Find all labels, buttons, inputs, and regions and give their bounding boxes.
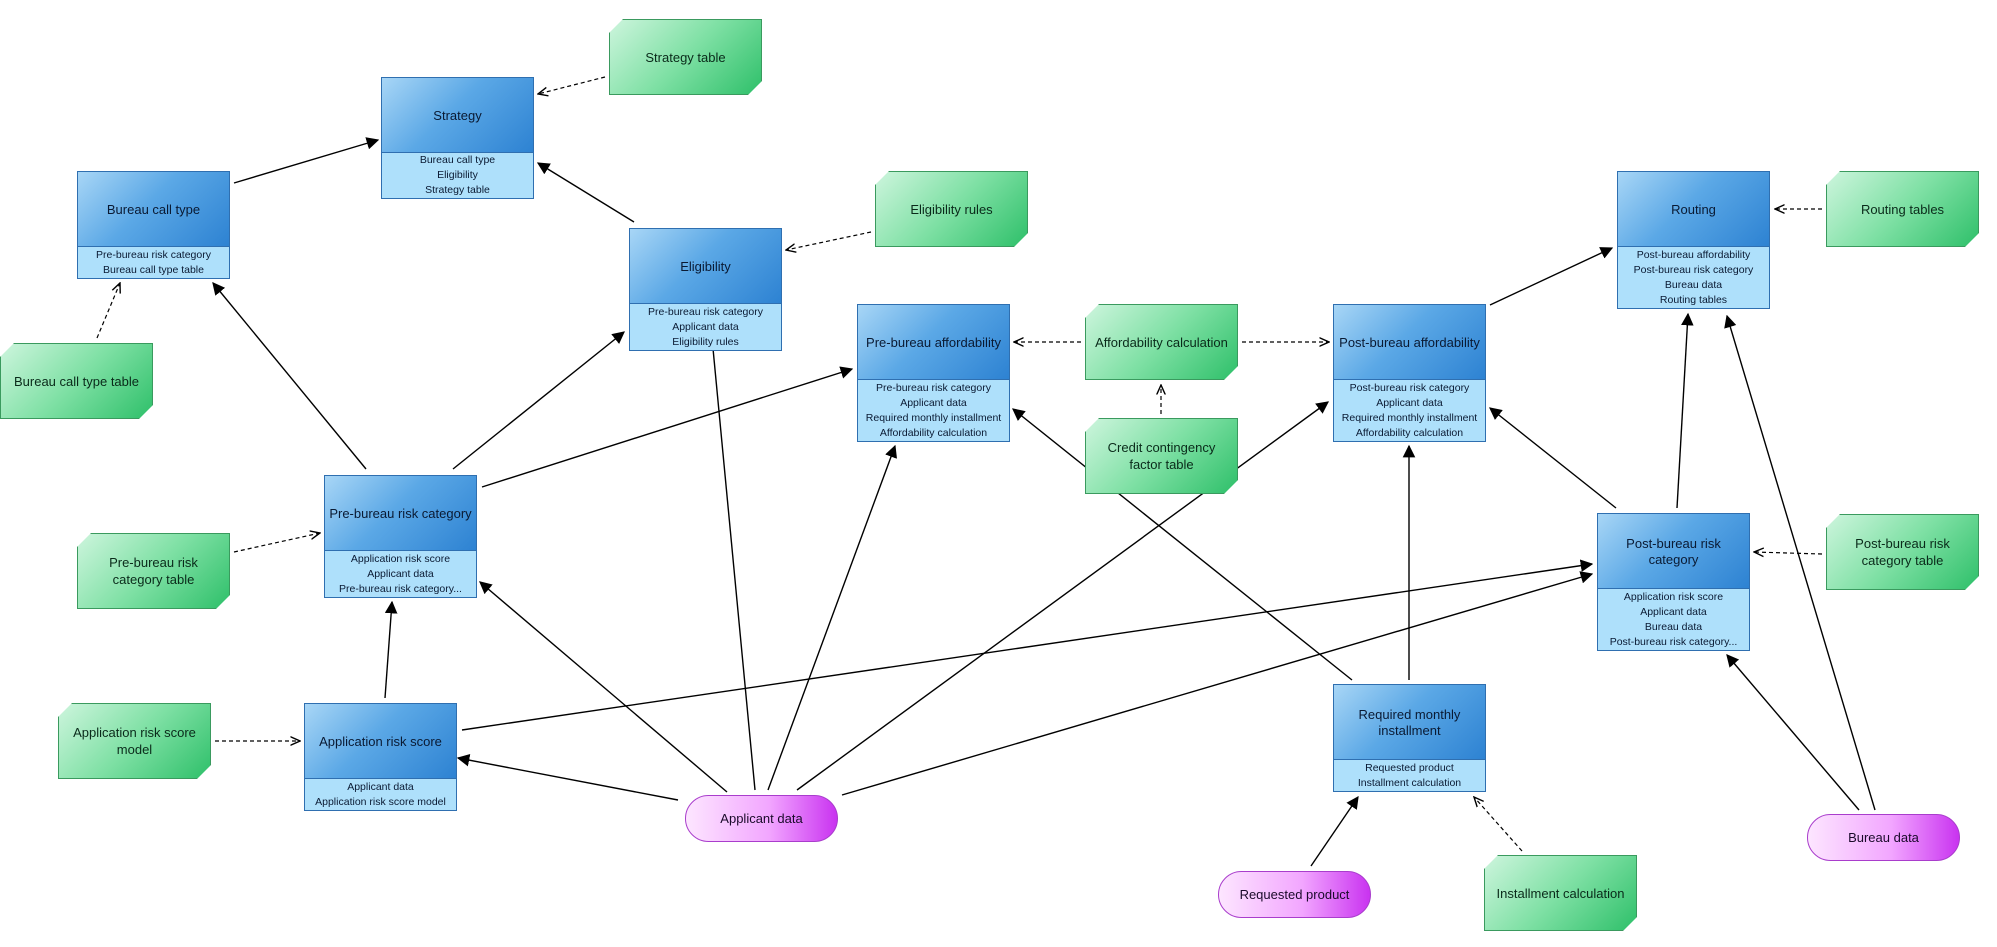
knowledge-installment-calculation-to-rmi <box>1474 797 1523 852</box>
requirement-pre-bureau-risk-to-bureau-call-type <box>212 282 367 470</box>
decision-bureau-call-type[interactable]: Bureau call type Pre-bureau risk categor… <box>77 171 230 279</box>
decision-title: Bureau call type <box>78 172 229 247</box>
decision-row: Affordability calculation <box>1355 426 1464 439</box>
knowledge-pre-bureau-risk-table-to-pre-bureau-risk <box>233 533 320 553</box>
decision-row: Eligibility <box>437 169 478 181</box>
decision-row: Bureau call type <box>419 154 496 166</box>
decision-required-monthly-installment[interactable]: Required monthly installment Requested p… <box>1333 684 1486 792</box>
requirement-rmi-to-pre-bureau-affordability <box>1012 408 1353 681</box>
decision-row: Post-bureau affordability <box>1636 248 1751 261</box>
decision-row: Post-bureau risk category <box>1349 381 1470 394</box>
requirement-bureau-data-to-routing <box>1724 314 1876 811</box>
decision-row: Bureau call type table <box>103 263 204 276</box>
decision-row: Routing tables <box>1659 293 1728 306</box>
decision-row: Pre-bureau risk category <box>648 305 763 318</box>
decision-title: Routing <box>1618 172 1769 247</box>
decision-pre-bureau-risk-category[interactable]: Pre-bureau risk category Application ris… <box>324 475 477 598</box>
decision-pre-bureau-affordability[interactable]: Pre-bureau affordability Pre-bureau risk… <box>857 304 1010 442</box>
decision-post-bureau-risk-category[interactable]: Post-bureau risk category Application ri… <box>1597 513 1750 651</box>
decision-title: Pre-bureau risk category <box>325 476 476 551</box>
requirement-post-bureau-risk-to-post-bureau-affordability <box>1489 407 1617 509</box>
knowledge-source-installment-calculation[interactable]: Installment calculation <box>1484 855 1637 931</box>
requirement-eligibility-to-strategy <box>536 162 635 223</box>
decision-title: Eligibility <box>630 229 781 304</box>
knowledge-post-bureau-risk-table-to-post-bureau-risk <box>1754 552 1823 554</box>
decision-eligibility[interactable]: Eligibility Pre-bureau risk category App… <box>629 228 782 351</box>
decision-row: Installment calculation <box>1357 776 1462 789</box>
decision-row: Pre-bureau risk category <box>96 248 211 261</box>
knowledge-eligibility-rules-to-eligibility <box>786 231 872 250</box>
input-data-bureau-data[interactable]: Bureau data <box>1807 814 1960 861</box>
requirement-bureau-data-to-post-bureau-risk <box>1726 654 1860 811</box>
requirement-applicant-data-to-post-bureau-affordability <box>796 401 1330 791</box>
requirement-applicant-data-to-post-bureau-risk <box>841 571 1594 796</box>
decision-post-bureau-affordability[interactable]: Post-bureau affordability Post-bureau ri… <box>1333 304 1486 442</box>
decision-row: Applicant data <box>1640 605 1707 618</box>
decision-row: Post-bureau risk category <box>1633 263 1754 276</box>
decision-row: Applicant data <box>672 320 739 333</box>
requirement-post-bureau-affordability-to-routing <box>1489 247 1614 306</box>
knowledge-source-credit-contingency-factor-table[interactable]: Credit contingency factor table <box>1085 418 1238 494</box>
knowledge-strategy-table-to-strategy <box>538 76 606 94</box>
decision-title: Required monthly installment <box>1334 685 1485 760</box>
knowledge-source-bureau-call-type-table[interactable]: Bureau call type table <box>0 343 153 419</box>
decision-strategy[interactable]: Strategy Bureau call type Eligibility St… <box>381 77 534 199</box>
decision-row: Bureau data <box>1664 278 1723 291</box>
decision-routing[interactable]: Routing Post-bureau affordability Post-b… <box>1617 171 1770 309</box>
decision-application-risk-score[interactable]: Application risk score Applicant data Ap… <box>304 703 457 811</box>
requirement-post-bureau-risk-to-routing <box>1676 312 1694 509</box>
decision-title: Strategy <box>382 78 533 153</box>
requirement-requested-product-to-rmi <box>1310 795 1359 867</box>
knowledge-source-affordability-calculation[interactable]: Affordability calculation <box>1085 304 1238 380</box>
knowledge-source-eligibility-rules[interactable]: Eligibility rules <box>875 171 1028 247</box>
decision-row: Post-bureau risk category... <box>1609 635 1738 648</box>
decision-row: Affordability calculation <box>879 426 988 439</box>
input-data-requested-product[interactable]: Requested product <box>1218 871 1371 918</box>
decision-row: Required monthly installment <box>1341 411 1478 424</box>
input-data-applicant-data[interactable]: Applicant data <box>685 795 838 842</box>
decision-row: Pre-bureau risk category <box>876 381 991 394</box>
knowledge-source-post-bureau-risk-category-table[interactable]: Post-bureau risk category table <box>1826 514 1979 590</box>
knowledge-source-application-risk-score-model[interactable]: Application risk score model <box>58 703 211 779</box>
decision-title: Application risk score <box>305 704 456 779</box>
requirement-application-risk-score-to-pre-bureau-risk <box>384 600 398 699</box>
decision-row: Eligibility rules <box>672 335 739 348</box>
decision-row: Strategy table <box>425 184 490 196</box>
knowledge-source-pre-bureau-risk-category-table[interactable]: Pre-bureau risk category table <box>77 533 230 609</box>
decision-row: Bureau data <box>1644 620 1703 633</box>
decision-title: Post-bureau risk category <box>1598 514 1749 589</box>
decision-row: Pre-bureau risk category... <box>339 582 462 595</box>
decision-row: Applicant data <box>1376 396 1443 409</box>
requirement-pre-bureau-risk-to-pre-bureau-affordability <box>481 366 854 488</box>
decision-row: Application risk score model <box>315 795 446 808</box>
knowledge-source-strategy-table[interactable]: Strategy table <box>609 19 762 95</box>
decision-row: Application risk score <box>1623 590 1724 603</box>
knowledge-source-routing-tables[interactable]: Routing tables <box>1826 171 1979 247</box>
decision-row: Applicant data <box>347 780 414 793</box>
requirement-bureau-call-type-to-strategy <box>233 137 380 184</box>
requirement-pre-bureau-risk-to-eligibility <box>452 331 625 470</box>
requirement-applicant-data-to-pre-bureau-risk <box>479 581 728 793</box>
decision-row: Requested product <box>1365 761 1454 774</box>
knowledge-bureau-call-type-table-to-bureau-call-type <box>96 283 120 339</box>
decision-row: Application risk score <box>350 552 451 565</box>
decision-row: Required monthly installment <box>865 411 1002 424</box>
requirement-applicant-data-to-eligibility <box>706 336 756 791</box>
decision-row: Applicant data <box>900 396 967 409</box>
decision-row: Applicant data <box>367 567 434 580</box>
requirement-application-risk-score-to-post-bureau-risk <box>461 559 1594 731</box>
requirement-applicant-data-to-pre-bureau-affordability <box>767 444 897 791</box>
requirement-applicant-data-to-application-risk-score <box>456 753 679 801</box>
decision-title: Pre-bureau affordability <box>858 305 1009 380</box>
decision-title: Post-bureau affordability <box>1334 305 1485 380</box>
